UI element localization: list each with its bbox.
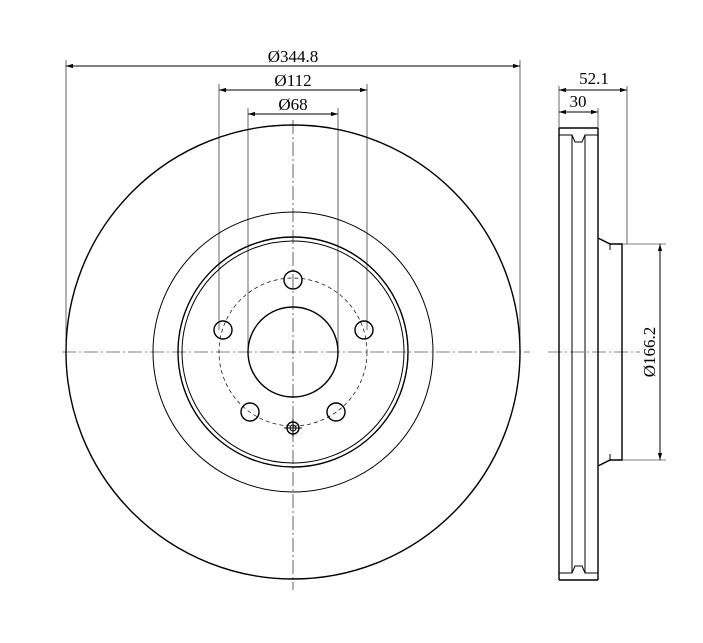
bottom-chamfer: [559, 565, 598, 574]
dimension-bolt-circle: Ø112: [218, 71, 368, 330]
dimension-hat-diameter: Ø166.2: [622, 243, 666, 461]
hat-profile-upper: [597, 237, 623, 352]
bolt-hole-upper-right: [354, 320, 374, 340]
disc-thickness-label: 30: [570, 92, 587, 111]
bolt-hole-upper-left: [213, 320, 233, 340]
side-view: [548, 127, 640, 581]
bolt-hole-lower-left: [240, 402, 260, 422]
center-bore-label: Ø68: [278, 95, 307, 114]
dimension-disc-thickness: 30: [559, 92, 599, 128]
dimension-total-height: 52.1: [558, 69, 628, 244]
bolt-hole-lower-right: [326, 402, 346, 422]
bolt-hole-top: [283, 270, 303, 290]
hat-profile-lower: [597, 352, 623, 467]
bolt-circle: [218, 277, 368, 427]
top-chamfer: [559, 134, 598, 143]
total-height-label: 52.1: [579, 69, 609, 88]
mounting-face-outer-circle: [177, 236, 409, 468]
dimension-outer-diameter: Ø344.8: [65, 47, 521, 352]
hat-outer-circle: [152, 211, 434, 493]
front-view: [62, 120, 530, 590]
mounting-face-inner-circle: [181, 240, 405, 464]
hat-diameter-label: Ø166.2: [640, 327, 659, 378]
dimension-center-bore: Ø68: [247, 95, 339, 352]
bolt-circle-label: Ø112: [274, 71, 311, 90]
outer-diameter-label: Ø344.8: [268, 47, 319, 66]
